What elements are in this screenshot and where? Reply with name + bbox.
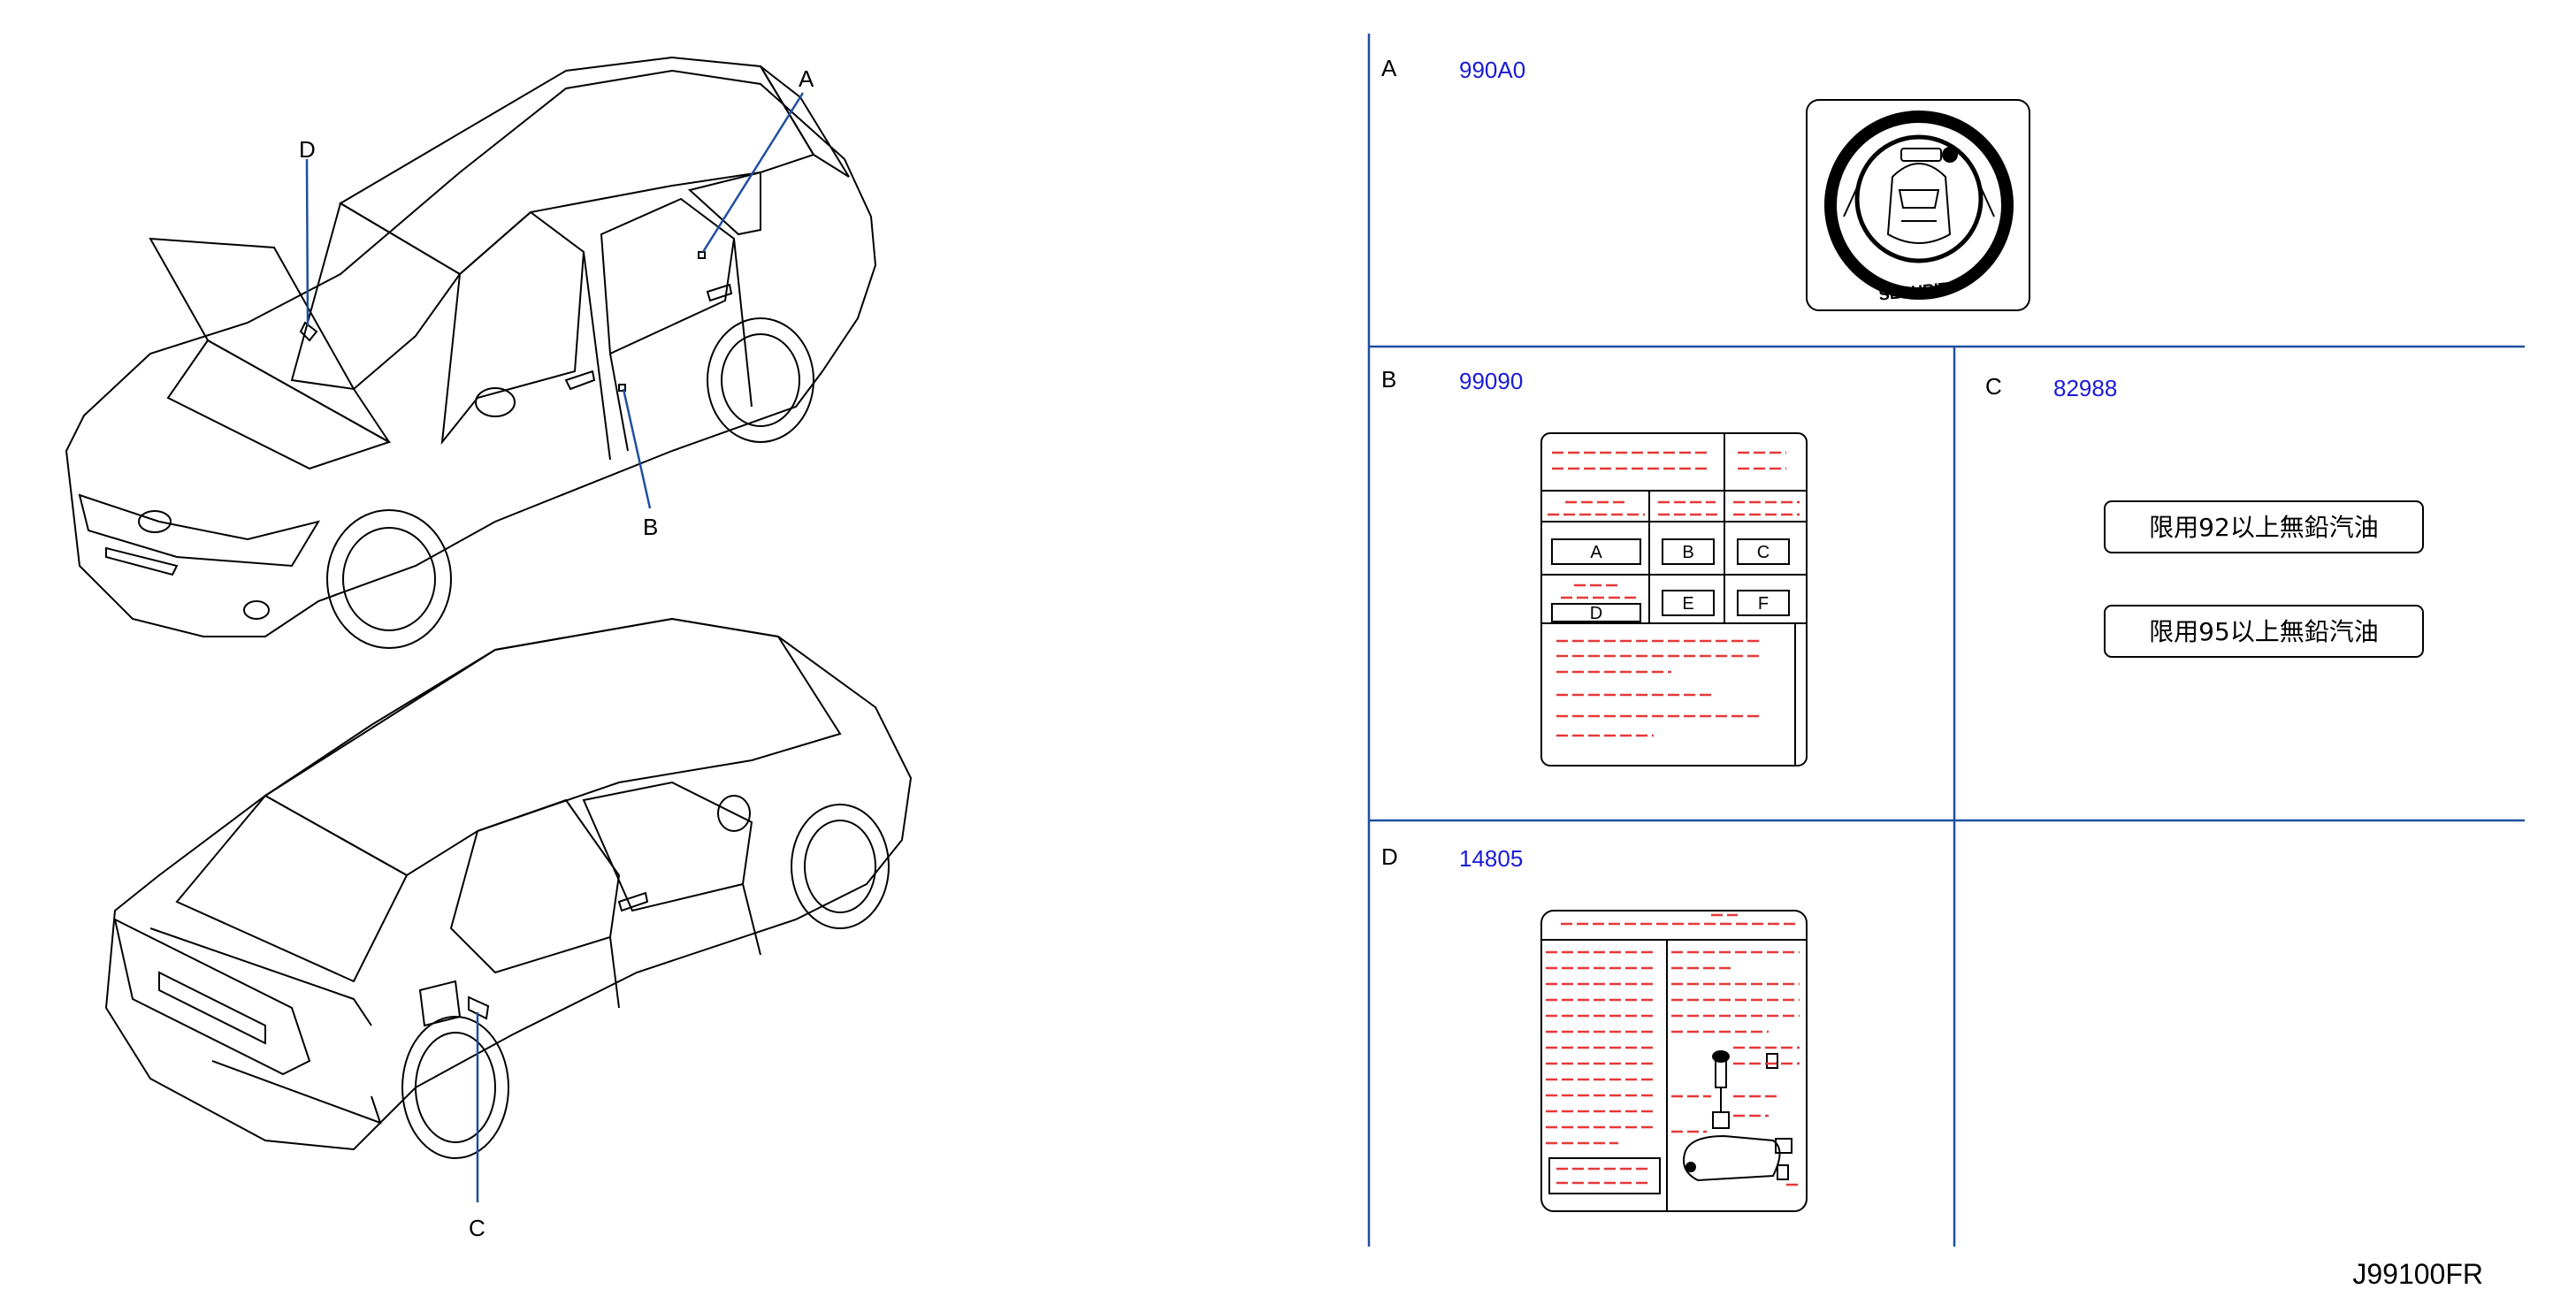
tire-cell-b: B: [1682, 543, 1693, 562]
diagram-code: J99100FR: [2352, 1258, 2483, 1290]
tire-cell-c: C: [1757, 543, 1770, 562]
callout-b: B: [643, 514, 658, 540]
tire-cell-e: E: [1682, 594, 1693, 614]
hood-label: [1540, 910, 1808, 1212]
tire-placard-text-lines: [1548, 451, 1800, 737]
tire-cell-a: A: [1590, 543, 1602, 562]
panel-b-letter: B: [1381, 366, 1396, 393]
panel-c-letter: C: [1985, 373, 2002, 400]
car-front-view: [65, 56, 877, 649]
callout-c: C: [469, 1215, 485, 1241]
tire-cell-f: F: [1758, 594, 1769, 614]
panel-d-letter: D: [1381, 843, 1398, 870]
tire-placard-label: [1540, 432, 1808, 767]
leader-lines: [305, 92, 805, 1202]
panel-a-part-number: 990A0: [1459, 57, 1525, 83]
fuel-label-95: 限用95以上無鉛汽油: [2149, 617, 2379, 646]
car-rear-view: [104, 617, 913, 1159]
panel-a-letter: A: [1381, 55, 1397, 81]
fuel-labels: [2104, 500, 2424, 658]
fuel-label-92: 限用92以上無鉛汽油: [2149, 513, 2379, 542]
callout-a: A: [799, 65, 814, 92]
panel-d-part-number: 14805: [1459, 845, 1523, 872]
panel-b-part-number: 99090: [1459, 368, 1523, 394]
security-text: SECURITY: [1878, 278, 1961, 303]
callout-d: D: [299, 136, 316, 163]
panel-c-part-number: 82988: [2053, 375, 2117, 401]
tire-cell-d: D: [1590, 604, 1602, 623]
security-label: [1806, 99, 2030, 311]
hood-label-text-lines: [1546, 913, 1802, 1186]
panel-grid: [1367, 34, 2525, 1247]
